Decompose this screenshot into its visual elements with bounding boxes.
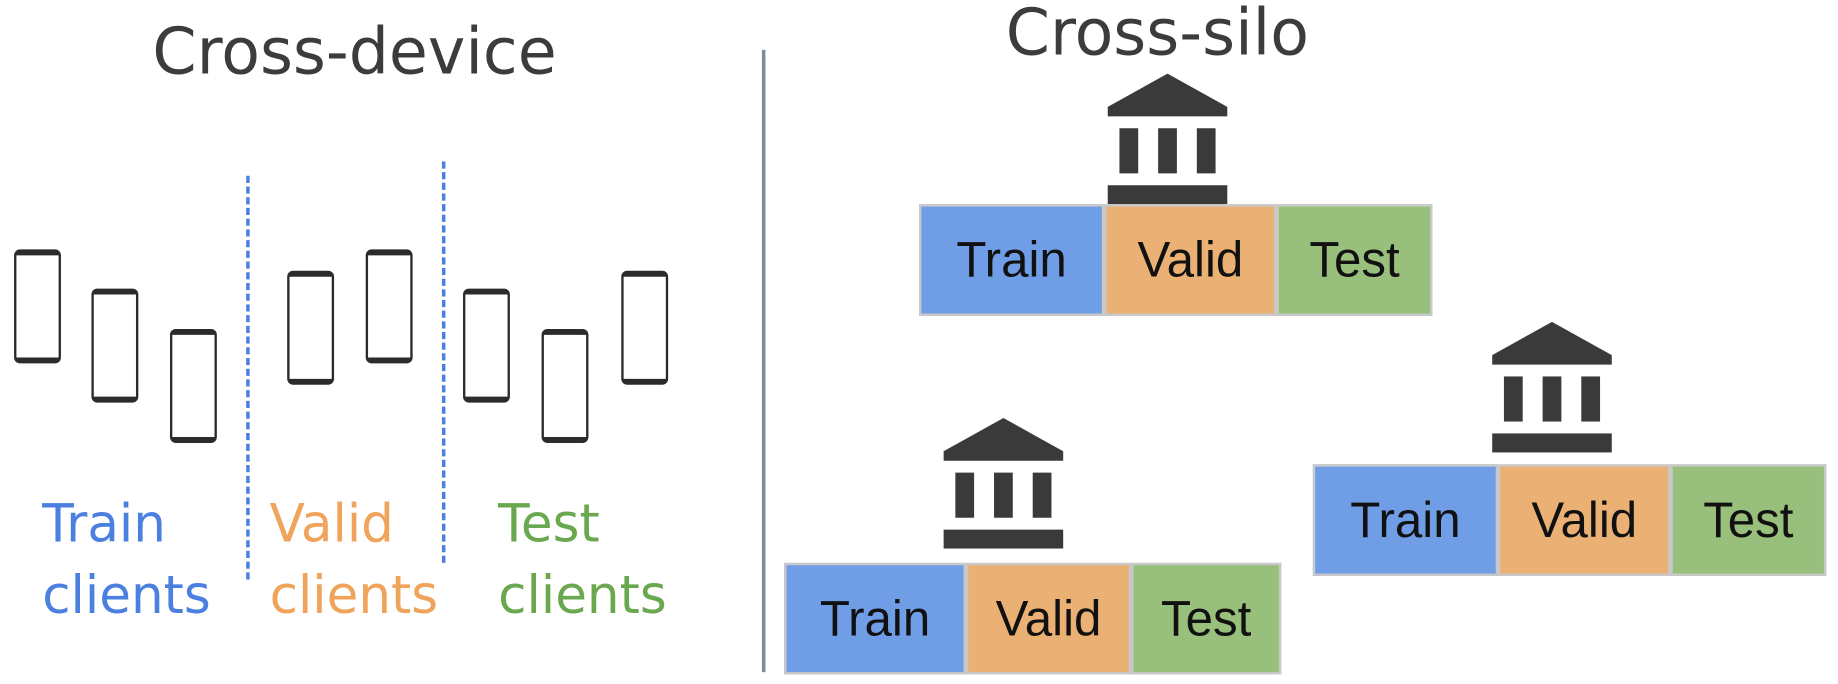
cross-device-title: Cross-device <box>152 14 557 90</box>
train-segment: Train <box>919 204 1105 316</box>
institution-icon <box>943 418 1064 549</box>
smartphone-icon <box>621 270 669 385</box>
test-clients-label: Test clients <box>498 489 667 632</box>
train-clients-line2: clients <box>42 565 211 626</box>
test-segment: Test <box>1131 562 1282 675</box>
smartphone-icon <box>463 288 510 403</box>
train-segment: Train <box>1312 464 1499 576</box>
cross-silo-title: Cross-silo <box>1005 0 1309 71</box>
valid-clients-label: Valid clients <box>270 489 439 632</box>
smartphone-icon <box>91 288 139 403</box>
valid-segment: Valid <box>1104 204 1277 316</box>
panel-divider <box>761 49 766 673</box>
institution-icon <box>1107 73 1228 205</box>
silo-split-bar: Train Valid Test <box>784 562 1282 675</box>
test-clients-line1: Test <box>498 494 600 555</box>
train-segment: Train <box>784 562 966 675</box>
smartphone-icon <box>365 249 413 364</box>
smartphone-icon <box>169 328 217 443</box>
valid-segment: Valid <box>965 562 1132 675</box>
silo-split-bar: Train Valid Test <box>919 204 1433 316</box>
valid-clients-line2: clients <box>269 565 439 626</box>
smartphone-icon <box>541 328 589 443</box>
smartphone-icon <box>287 270 335 385</box>
valid-clients-line1: Valid <box>269 494 394 555</box>
test-clients-line2: clients <box>498 565 667 626</box>
test-segment: Test <box>1670 464 1827 576</box>
valid-segment: Valid <box>1498 464 1671 576</box>
train-clients-label: Train clients <box>42 489 211 632</box>
test-segment: Test <box>1276 204 1433 316</box>
smartphone-icon <box>14 249 61 364</box>
train-clients-line1: Train <box>42 494 166 555</box>
institution-icon <box>1492 321 1612 453</box>
group-separator <box>246 175 250 580</box>
group-separator <box>441 161 446 563</box>
silo-split-bar: Train Valid Test <box>1312 464 1827 576</box>
